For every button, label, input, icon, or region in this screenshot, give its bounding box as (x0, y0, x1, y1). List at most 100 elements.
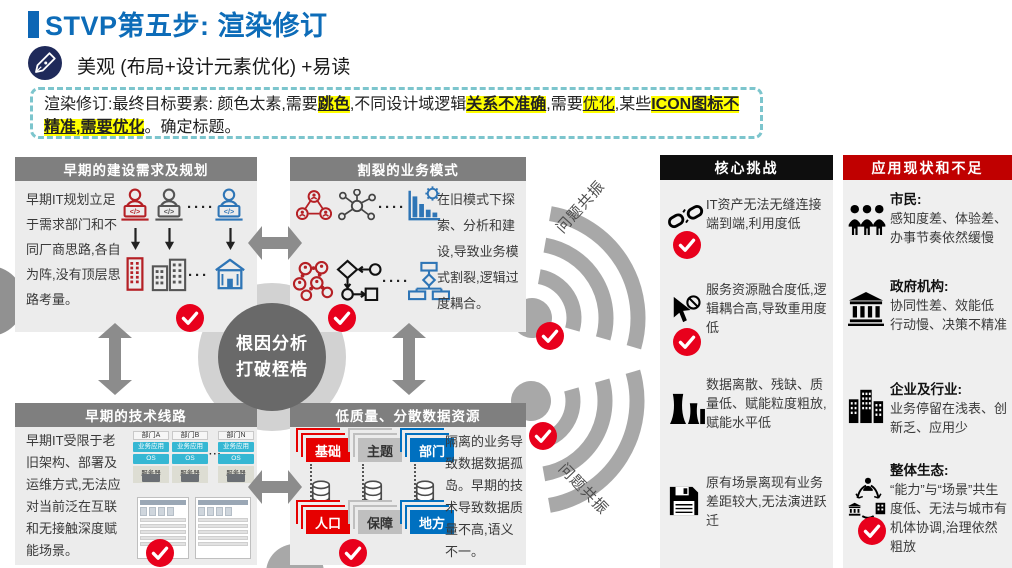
resonance-waves (511, 206, 646, 513)
pen-icon (30, 48, 60, 78)
dotted-connector (414, 464, 416, 508)
server-stack: 部门N 业务应用 OS 服务器 (218, 431, 254, 483)
title-accent-bar (28, 11, 39, 38)
ellipsis-dots: ···· (187, 199, 215, 216)
ellipsis-dots: ··· (188, 267, 209, 284)
dept-label: 部门N (218, 431, 254, 440)
server-stack: 部门B 业务应用 OS 服务器 (172, 431, 208, 483)
status-text: “能力”与“场景”共生度低、无法与城市有机体协调,治理依然粗放 (890, 482, 1008, 554)
status-heading: 政府机构: (890, 279, 949, 294)
double-arrow-vertical (392, 323, 426, 395)
factory-icon (668, 391, 706, 425)
double-arrow-vertical (98, 323, 132, 395)
box-body-text: 隔离的业务导致数据数据孤岛。早期的技术导致数据质量不高,语义不一。 (445, 434, 524, 559)
box-body-text: 在旧模式下探索、分析和建设,导致业务模式割裂,逻辑过度耦合。 (437, 192, 519, 311)
people-network-icon (296, 189, 332, 222)
status-heading: 企业及行业: (890, 382, 962, 397)
check-icon (176, 304, 204, 332)
data-tag: 部门 (410, 438, 454, 462)
note-segment: 渲染修订:最终目标要素: 颜色太素,需要 (44, 96, 318, 113)
architecture-panel (195, 497, 251, 559)
data-tag-column: 部门 地方 (402, 438, 454, 534)
dept-label: 部门A (133, 431, 169, 440)
check-icon (536, 322, 564, 350)
status-heading: 市民: (890, 192, 922, 207)
dept-label: 部门B (172, 431, 208, 440)
developer-icon (153, 186, 185, 226)
flowchart-icon (336, 259, 382, 301)
citizens-icon (847, 204, 887, 236)
check-icon (328, 304, 356, 332)
data-tag-column: 基础 人口 (298, 438, 350, 534)
check-icon (858, 517, 886, 545)
box-title: 早期的技术线路 (15, 403, 257, 427)
box-title: 早期的建设需求及规划 (15, 157, 257, 181)
arrow-down-icon (130, 228, 141, 250)
data-tag: 地方 (410, 510, 454, 534)
ellipsis-dots: ··· (209, 449, 222, 460)
note-segment: 。确定标题。 (144, 119, 241, 136)
root-cause-line: 根因分析 (236, 333, 308, 353)
ecosystem-icon (847, 477, 889, 519)
box-title: 低质量、分散数据资源 (290, 403, 526, 427)
subtitle: 美观 (布局+设计元素优化) +易读 (77, 57, 351, 78)
challenge-text: 服务资源融合度低,逻辑耦合高,导致重用度低 (706, 282, 827, 335)
double-arrow-horizontal (248, 226, 302, 260)
challenge-text: 数据离散、残缺、质量低、赋能粒度粗放,赋能水平低 (706, 377, 827, 430)
revision-note: 渲染修订:最终目标要素: 颜色太素,需要跳色,不同设计域逻辑关系不准确,需要优化… (30, 87, 763, 139)
database-icon (414, 480, 436, 508)
people-cluster-icon (292, 261, 334, 301)
dotted-connector (362, 464, 364, 508)
status-text: 业务停留在浅表、创新乏、应用少 (890, 401, 1008, 435)
design-badge (28, 46, 62, 80)
dotted-connector (310, 464, 312, 508)
enterprise-icon (847, 386, 885, 424)
hub-network-icon (336, 189, 378, 223)
data-tag: 基础 (306, 438, 350, 462)
layer-label: 业务应用 (218, 442, 254, 452)
broken-chain-icon (668, 201, 704, 233)
ellipsis-dots: ···· (382, 273, 410, 290)
server-stack: 部门A 业务应用 OS 服务器 (133, 431, 169, 483)
government-icon (847, 291, 885, 326)
box-body-text: 早期IT规划立足于需求部门和不同厂商思路,各自为阵,没有顶层思路考量。 (26, 192, 121, 307)
database-icon (362, 480, 384, 508)
building-icon (123, 255, 147, 293)
layer-label: OS (133, 454, 169, 464)
layer-label: 业务应用 (172, 442, 208, 452)
double-arrow-horizontal (248, 470, 302, 504)
server-icon: 服务器 (172, 466, 208, 483)
column-core-challenges: 核心挑战 IT资产无法无缝连接端到端,利用度低 服务资源融合度低,逻辑耦合高,导… (660, 155, 833, 568)
data-tag: 人口 (306, 510, 350, 534)
check-icon (146, 539, 174, 567)
note-segment: ,需要 (546, 96, 583, 113)
status-text: 感知度差、体验差、办事节奏依然缓慢 (890, 211, 1008, 245)
layer-label: OS (218, 454, 254, 464)
ellipsis-dots: ···· (378, 199, 406, 216)
civic-building-icon (211, 257, 249, 291)
column-title: 核心挑战 (660, 155, 833, 180)
layer-label: OS (172, 454, 208, 464)
server-icon: 服务器 (218, 466, 254, 483)
buildings-icon (150, 254, 188, 292)
cursor-blocked-icon (668, 294, 702, 324)
column-title: 应用现状和不足 (843, 155, 1012, 180)
note-segment-highlight: 优化 (582, 96, 615, 113)
developer-icon (213, 186, 245, 226)
page-title: STVP第五步: 渲染修订 (45, 11, 328, 41)
check-icon (529, 422, 557, 450)
box-fragmented-business: 割裂的业务模式 ···· ···· 在旧模式下探索、分析和建设,导致业务模式割裂… (290, 157, 526, 332)
note-segment-highlight: 关系不准确 (466, 96, 547, 113)
arrow-down-icon (164, 228, 175, 250)
note-segment: ,某些 (614, 96, 652, 113)
floppy-disk-icon (668, 485, 700, 517)
data-tag-column: 主题 保障 (350, 438, 402, 534)
developer-icon (119, 186, 151, 226)
challenge-text: 原有场景离现有业务差距较大,无法演进跃迁 (706, 475, 827, 528)
root-cause-line: 打破桎梏 (236, 360, 308, 379)
root-cause-circle: 根因分析 打破桎梏 (218, 303, 326, 411)
box-title: 割裂的业务模式 (290, 157, 526, 181)
box-early-planning: 早期的建设需求及规划 早期IT规划立足于需求部门和不同厂商思路,各自为阵,没有顶… (15, 157, 257, 332)
challenge-text: IT资产无法无缝连接端到端,利用度低 (706, 197, 822, 231)
